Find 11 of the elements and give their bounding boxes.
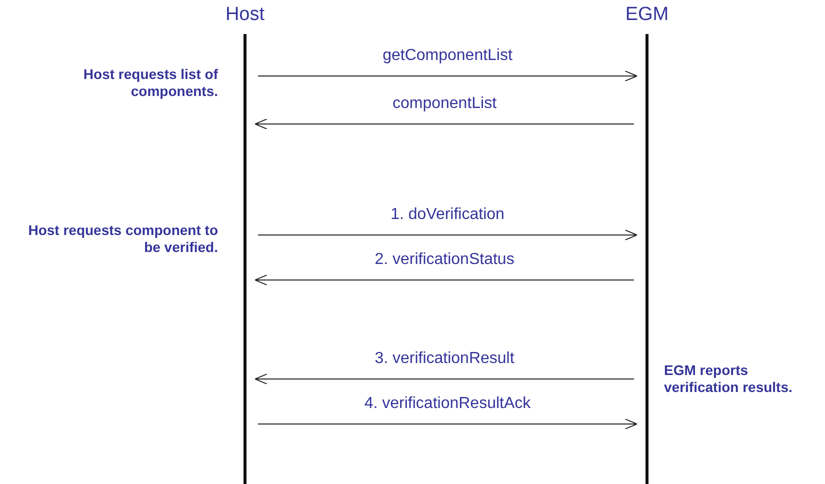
lifeline-title: EGM — [624, 4, 670, 26]
lifeline-title: Host — [224, 4, 266, 26]
note-text: Host requests list of components. — [82, 66, 218, 100]
message-arrow — [254, 118, 634, 130]
note-text: EGM reports verification results. — [664, 362, 794, 396]
message-arrow — [254, 274, 634, 286]
message-arrow — [258, 230, 638, 240]
message-arrow — [258, 418, 638, 430]
message-arrow — [254, 374, 634, 384]
message-arrow — [258, 70, 638, 82]
note-text: Host requests component to be verified. — [27, 222, 218, 256]
